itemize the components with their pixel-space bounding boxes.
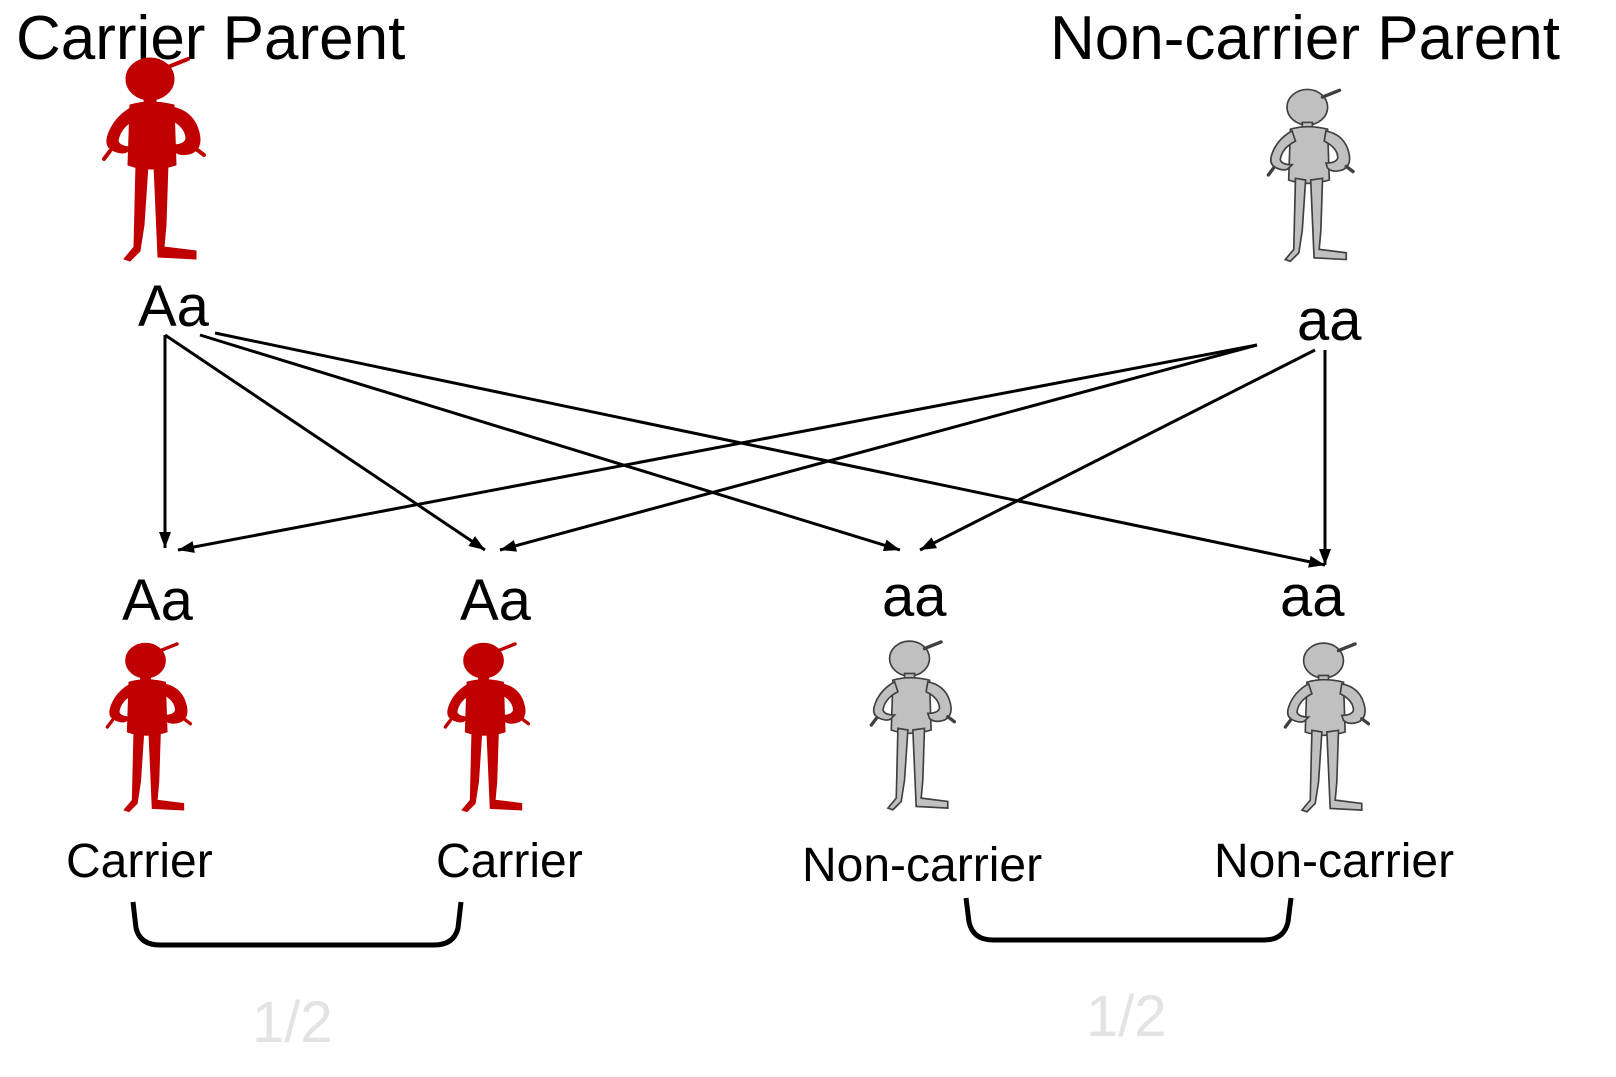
inheritance-arrow (919, 348, 1316, 552)
child-1-genotype: Aa (122, 568, 193, 633)
arrowhead-icon (882, 539, 900, 552)
child-3-genotype: aa (882, 564, 947, 629)
inheritance-arrow (499, 343, 1258, 552)
child-1-status: Carrier (66, 835, 213, 888)
arrowhead-icon (159, 532, 171, 548)
arrowhead-icon (500, 540, 518, 552)
inheritance-arrow (199, 333, 901, 552)
non-carrier-parent-title: Non-carrier Parent (1050, 4, 1560, 73)
carrier-fraction: 1/2 (252, 990, 333, 1055)
inheritance-arrow (214, 331, 1326, 567)
child-4-genotype: aa (1280, 564, 1345, 629)
child-2-genotype: Aa (460, 568, 531, 633)
non-carrier-fraction: 1/2 (1086, 984, 1167, 1049)
inheritance-arrow (177, 343, 1258, 552)
child-3-status: Non-carrier (802, 839, 1043, 892)
arrowhead-icon (1319, 549, 1331, 565)
inheritance-arrow (164, 333, 486, 552)
carrier-parent-genotype: Aa (138, 274, 209, 339)
arrowhead-icon (468, 536, 485, 550)
arrowhead-icon (178, 541, 195, 553)
child-2-status: Carrier (436, 835, 583, 888)
carrier-parent-title: Carrier Parent (16, 4, 406, 73)
non-carrier-parent-genotype: aa (1297, 288, 1362, 353)
arrowhead-icon (1308, 555, 1325, 568)
arrowhead-icon (920, 537, 937, 550)
child-4-status: Non-carrier (1214, 835, 1455, 888)
